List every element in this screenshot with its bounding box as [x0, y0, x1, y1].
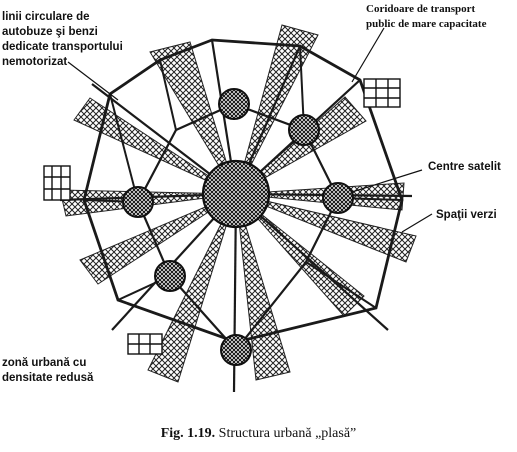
low-density-block	[363, 78, 401, 108]
wedge	[235, 193, 365, 317]
figure-caption: Fig. 1.19. Structura urbană „plasă”	[0, 426, 517, 442]
label-low-density-zone: zonă urbană cu densitate redusă	[2, 357, 94, 384]
satellite-center	[154, 260, 186, 292]
figure-title: Structura urbană „plasă”	[218, 426, 357, 441]
city-core	[201, 159, 271, 229]
wedge	[235, 24, 319, 195]
label-leaders	[67, 27, 433, 233]
label-circular-lines: linii circulare de autobuze şi benzi ded…	[2, 11, 123, 68]
satellite-center	[122, 186, 154, 218]
wedge	[147, 193, 237, 383]
label-satellite-centers: Centre satelit	[428, 161, 501, 173]
leader-transport-corridors	[351, 27, 385, 83]
satellite-center	[220, 334, 252, 366]
satellite-center	[288, 114, 320, 146]
link	[109, 93, 139, 203]
label-green-spaces: Spaţii verzi	[436, 209, 497, 221]
figure-number: Fig. 1.19.	[160, 426, 216, 441]
leader-green-spaces	[401, 213, 433, 233]
low-density-block	[43, 165, 71, 201]
low-density-block	[127, 333, 163, 355]
leader-circular-lines	[67, 61, 119, 101]
wedge	[235, 193, 417, 263]
wedge	[79, 193, 237, 285]
satellite-center	[218, 88, 250, 120]
satellite-center	[322, 182, 354, 214]
link	[305, 261, 377, 309]
low-density-blocks	[43, 78, 401, 355]
wedge	[73, 97, 237, 195]
leader-satellite-centers	[351, 169, 423, 193]
label-transport-corridors: Coridoare de transport public de mare ca…	[366, 3, 487, 30]
link	[159, 59, 177, 131]
satellite-centers	[122, 88, 354, 366]
